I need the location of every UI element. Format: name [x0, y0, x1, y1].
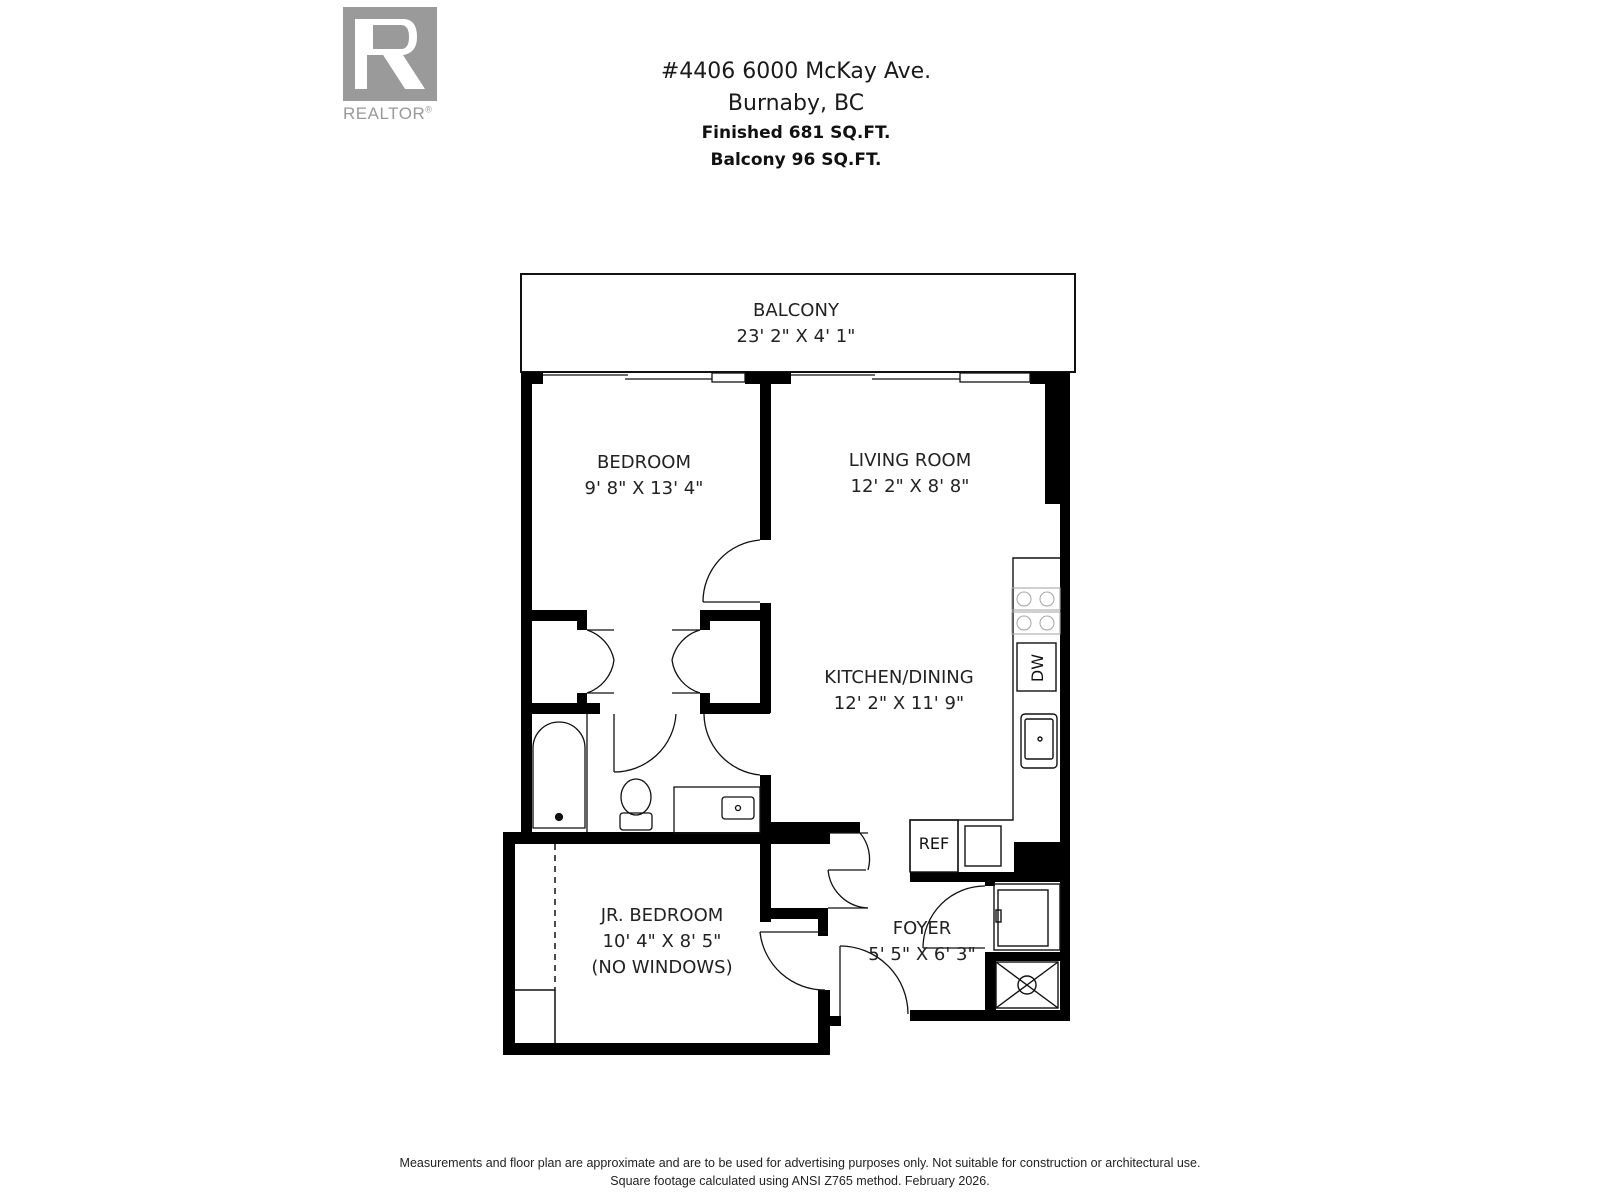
- room-name: LIVING ROOM: [848, 450, 972, 471]
- balcony-area: Balcony 96 SQ.FT.: [710, 150, 882, 170]
- disclaimer-line-1: Measurements and floor plan are approxim…: [399, 1156, 1201, 1170]
- room-dims: 9' 8" X 13' 4": [584, 478, 704, 499]
- realtor-text: REALTOR: [343, 104, 426, 123]
- bathroom-fixtures: [532, 714, 761, 834]
- room-foyer: FOYER 5' 5" X 6' 3": [868, 916, 975, 968]
- listing-header: #4406 6000 McKay Ave. Burnaby, BC Finish…: [556, 56, 1036, 174]
- toilet-icon: [620, 778, 652, 816]
- room-living-room: LIVING ROOM 12' 2" X 8' 8": [849, 448, 971, 500]
- dishwasher-label: DW: [1027, 653, 1047, 683]
- mechanical-box-icon: [995, 961, 1059, 1009]
- bathtub-icon: [532, 721, 586, 829]
- room-dims: 10' 4" X 8' 5": [602, 931, 722, 952]
- disclaimer: Measurements and floor plan are approxim…: [0, 1154, 1600, 1190]
- refrigerator-label: REF: [918, 834, 950, 853]
- registered-mark: ®: [425, 104, 433, 115]
- door-swings: [586, 539, 986, 1016]
- room-balcony: BALCONY 23' 2" X 4' 1": [737, 298, 856, 350]
- room-name: BEDROOM: [597, 452, 691, 473]
- room-name: KITCHEN/DINING: [824, 667, 974, 688]
- address: #4406 6000 McKay Ave.: [660, 59, 932, 84]
- city: Burnaby, BC: [727, 91, 865, 116]
- disclaimer-line-2: Square footage calculated using ANSI Z76…: [610, 1174, 990, 1188]
- walls: [503, 372, 1070, 1055]
- balcony-outline: [520, 273, 1076, 373]
- jr-bedroom-closet: [515, 844, 556, 1043]
- realtor-r-icon: [343, 7, 437, 101]
- room-kitchen-dining: KITCHEN/DINING 12' 2" X 11' 9": [824, 665, 973, 717]
- room-name: FOYER: [892, 918, 952, 939]
- windows: [543, 372, 1031, 383]
- room-dims: 23' 2" X 4' 1": [736, 326, 856, 347]
- room-dims: 12' 2" X 11' 9": [833, 693, 965, 714]
- room-dims: 12' 2" X 8' 8": [850, 476, 970, 497]
- room-name: BALCONY: [753, 300, 839, 321]
- tub-drain-icon: [554, 812, 564, 822]
- finished-area: Finished 681 SQ.FT.: [701, 123, 891, 143]
- room-name: JR. BEDROOM: [600, 905, 724, 926]
- kitchen-sink-icon: [1020, 713, 1058, 769]
- kitchen-fixtures: [909, 557, 1061, 1009]
- realtor-wordmark: REALTOR®: [343, 104, 432, 124]
- room-jr-bedroom: JR. BEDROOM 10' 4" X 8' 5" (NO WINDOWS): [591, 903, 732, 981]
- vanity-sink-icon: [721, 796, 755, 820]
- washer-dryer-icon: [993, 883, 1061, 951]
- room-bedroom: BEDROOM 9' 8" X 13' 4": [585, 450, 704, 502]
- room-note: (NO WINDOWS): [591, 957, 733, 978]
- dishwasher-icon: [1016, 642, 1057, 692]
- refrigerator-icon: [909, 819, 959, 873]
- room-dims: 5' 5" X 6' 3": [868, 944, 976, 965]
- stove-icon: [1011, 587, 1061, 635]
